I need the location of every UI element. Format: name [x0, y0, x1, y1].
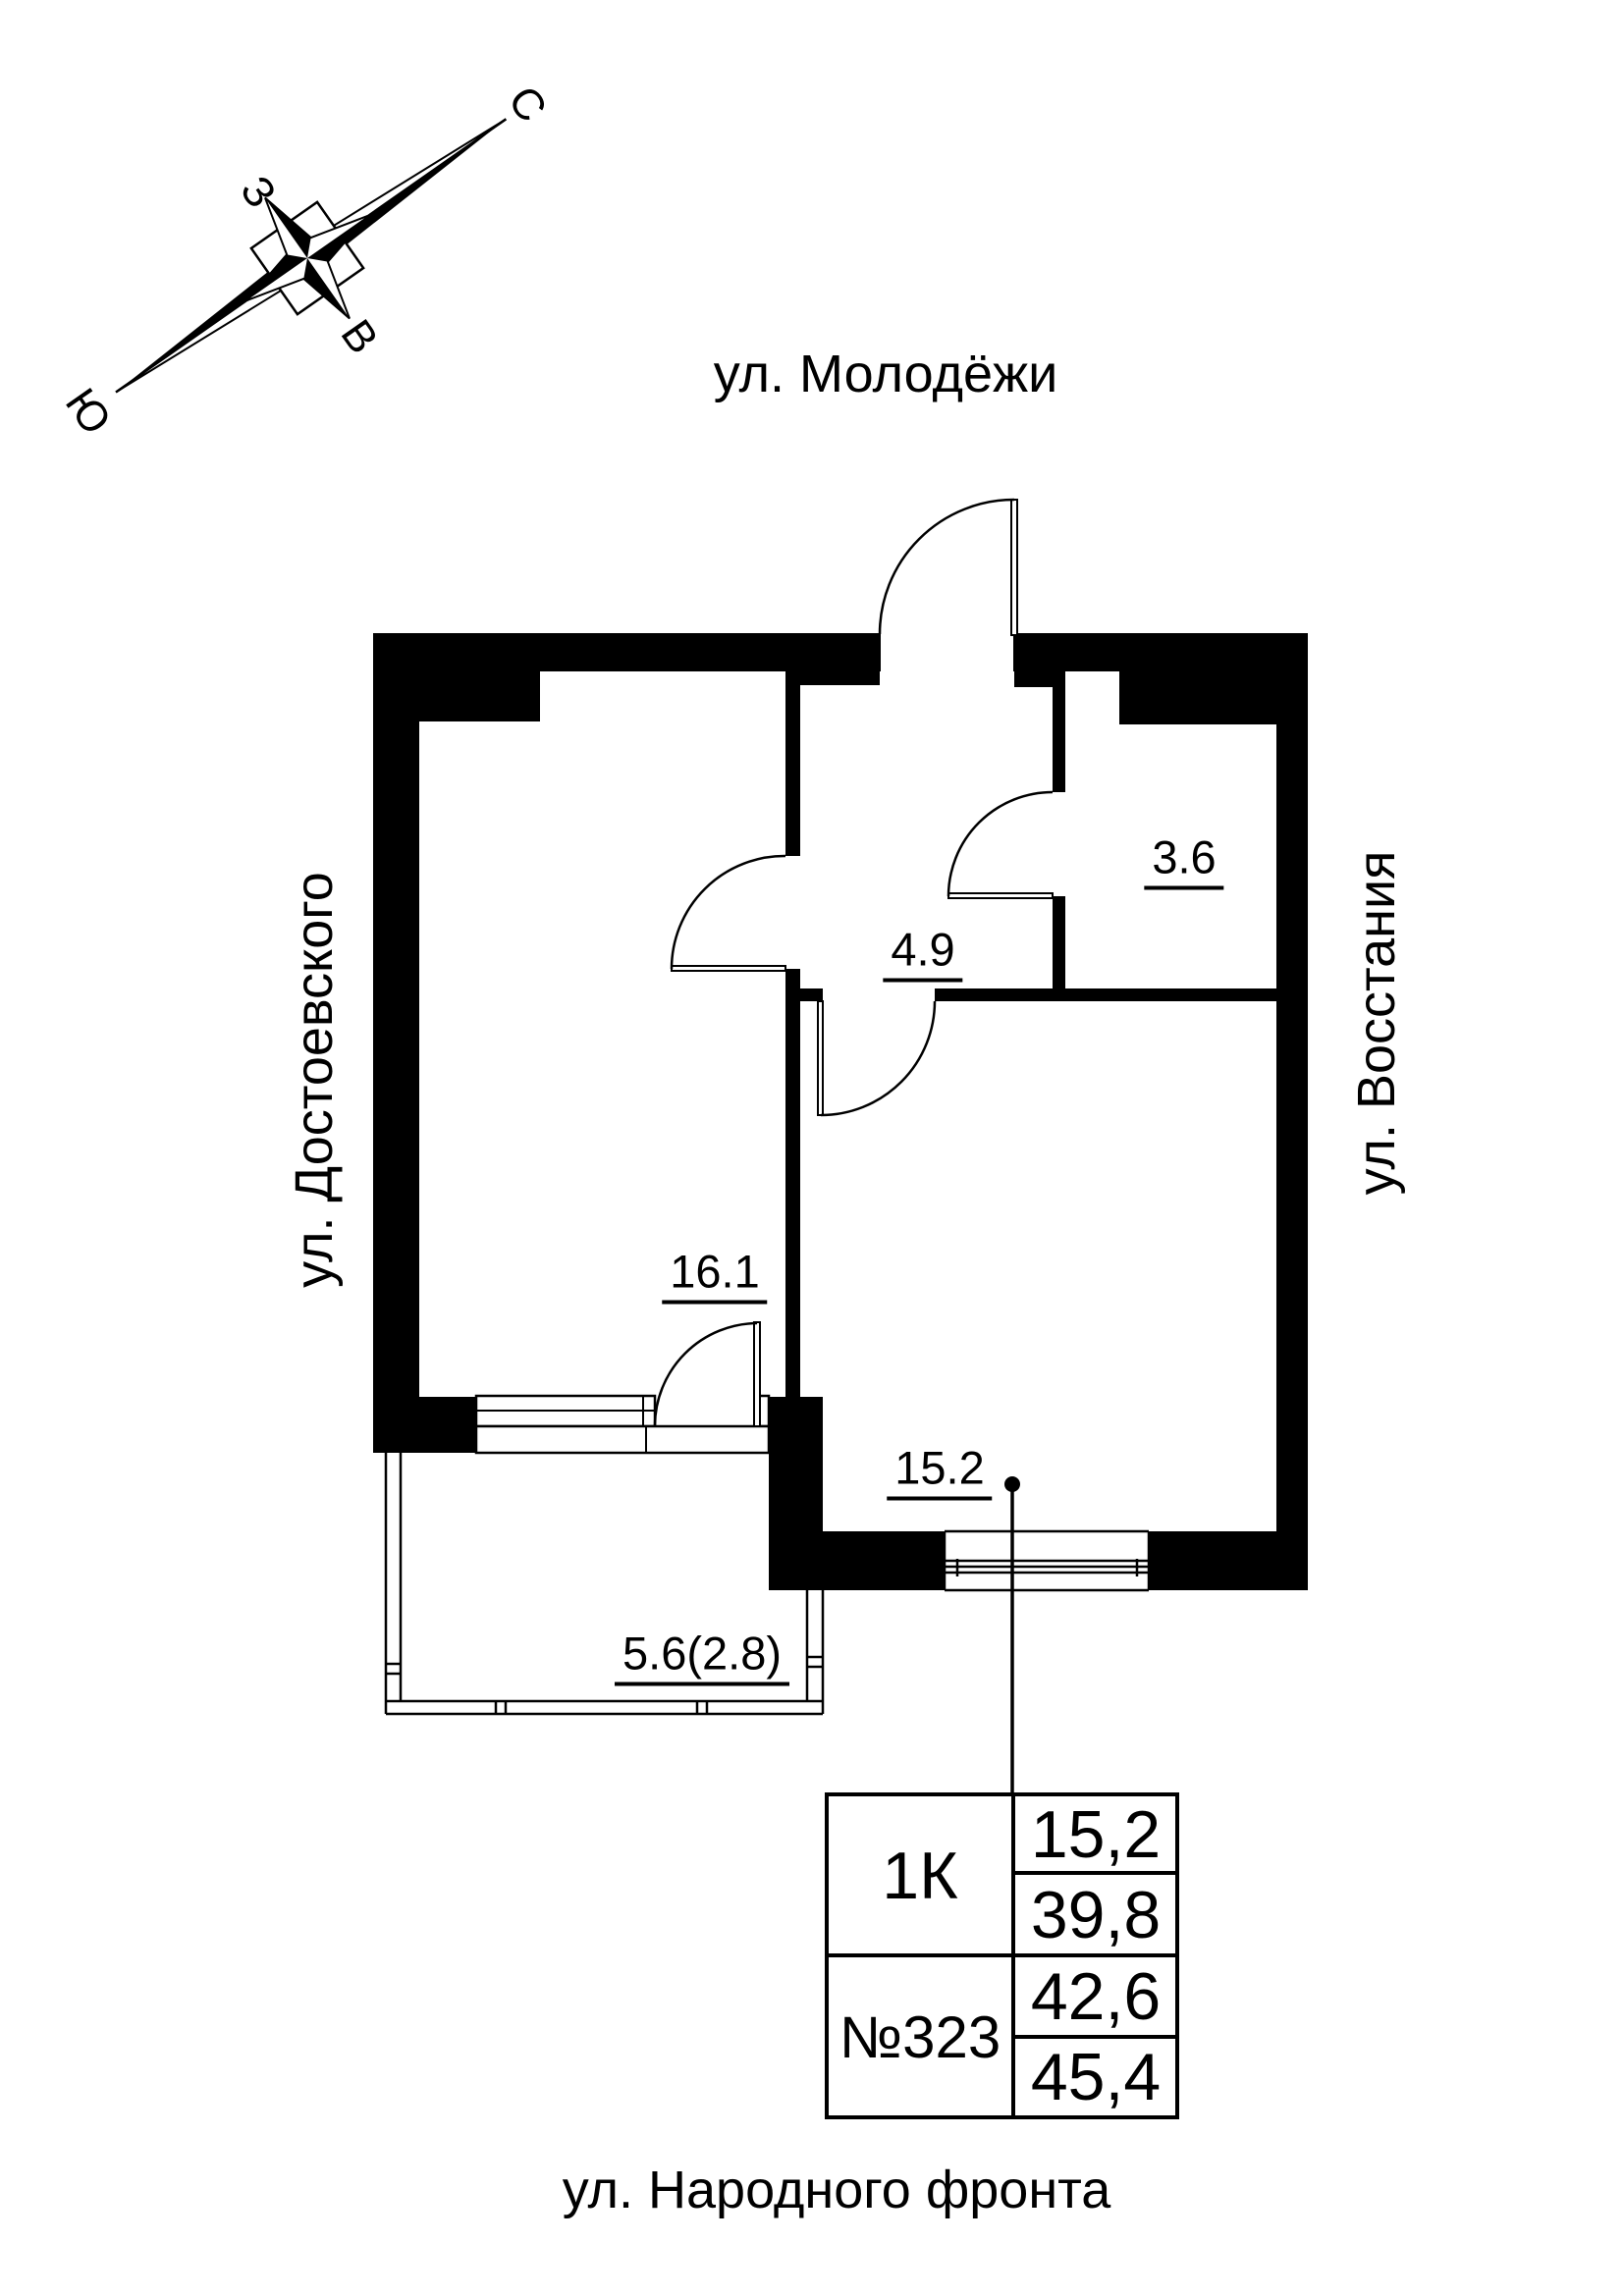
table-apartment-type: 1К	[882, 1839, 958, 1913]
area-label-room-16-1: 16.1	[662, 1249, 768, 1305]
table-living-area: 15,2	[1030, 1797, 1162, 1872]
wall-bottom-right	[1149, 1531, 1308, 1590]
table-area-2: 39,8	[1030, 1878, 1162, 1952]
wall-right	[1276, 633, 1308, 1590]
door-room-15-2	[817, 1000, 937, 1117]
entry-jamb-right	[1014, 671, 1057, 687]
balcony-outline	[384, 1453, 825, 1716]
street-label-top: ул. Молодёжи	[713, 345, 1058, 403]
wall-a-bottom	[785, 969, 800, 1397]
leader-line	[1004, 1476, 1020, 1794]
compass-rose-icon: С Ю З В	[56, 78, 556, 444]
area-label-hallway: 4.9	[883, 927, 963, 983]
wall-top-right	[1014, 633, 1308, 671]
street-label-right: ул. Восстания	[1347, 850, 1406, 1196]
wall-b-top	[1053, 671, 1065, 792]
windows	[474, 1394, 1151, 1592]
compass-east-label: В	[332, 311, 388, 362]
entry-jamb-left	[790, 671, 880, 685]
compass-south-label: Ю	[56, 380, 121, 444]
door-bathroom	[947, 790, 1054, 899]
door-room-16-1	[670, 854, 786, 972]
table-apartment-number: №323	[839, 2004, 1001, 2070]
area-label-room-15-2: 15.2	[887, 1445, 993, 1501]
window-16-1-sill	[474, 1424, 771, 1455]
compass-north-label: С	[499, 78, 556, 131]
entrance-door	[878, 498, 1018, 671]
corner-block-bottom-left	[373, 1397, 476, 1453]
doors	[653, 498, 1054, 1427]
street-label-bottom: ул. Народного фронта	[562, 2161, 1111, 2219]
area-label-balcony: 5.6(2.8)	[615, 1630, 789, 1686]
street-label-left: ул. Достоевского	[285, 872, 344, 1288]
shaft-block	[1119, 669, 1276, 724]
area-label-bathroom: 3.6	[1144, 834, 1224, 890]
corner-block-mid	[769, 1397, 823, 1590]
walls	[373, 633, 1308, 1590]
wall-c-left	[800, 988, 823, 1001]
wall-c-right	[935, 988, 1276, 1001]
wall-a-top	[785, 671, 800, 856]
door-balcony	[653, 1321, 761, 1427]
table-area-3: 42,6	[1030, 1959, 1162, 2034]
table-area-4: 45,4	[1030, 2040, 1162, 2114]
wall-b-bottom	[1053, 896, 1065, 988]
info-table-grid	[825, 1792, 1179, 2119]
wall-left	[373, 633, 419, 1426]
